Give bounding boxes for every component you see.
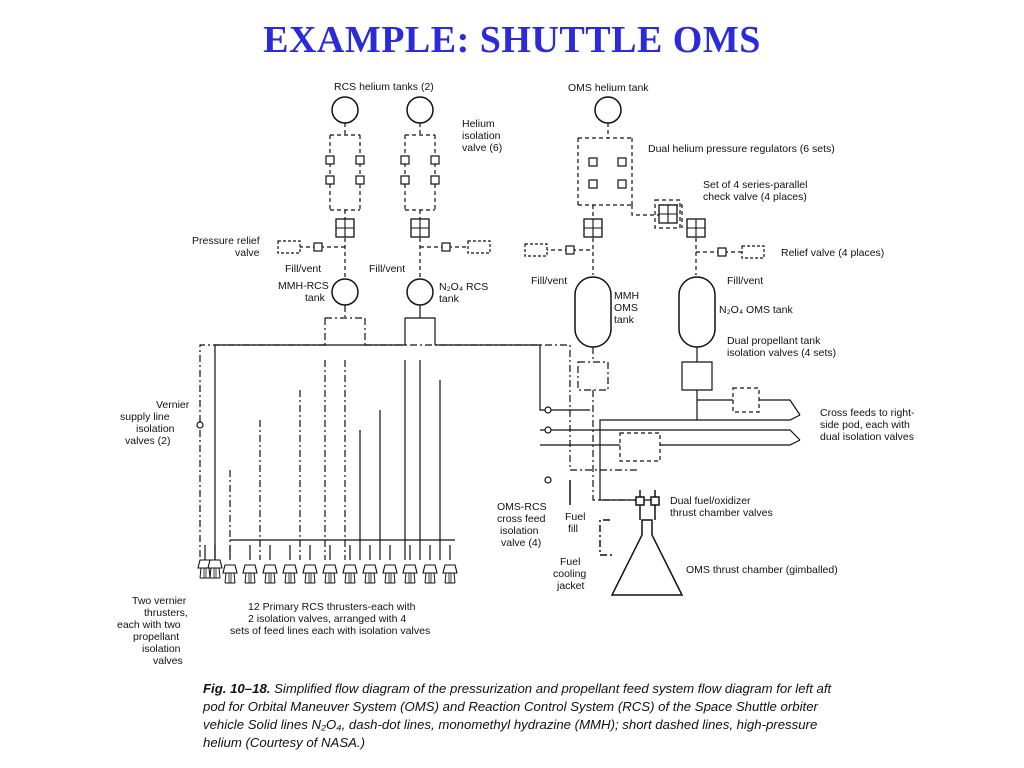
caption-text: Simplified flow diagram of the pressuriz… [203,681,832,750]
label-two-vernier-1: Two vernier [132,595,187,607]
label-helium-iso-3: valve (6) [462,142,502,154]
oms-thrust-chamber [569,480,684,596]
label-two-vernier-2: thrusters, [144,607,188,619]
label-relief-valve: Relief valve (4 places) [781,247,884,259]
label-fill-vent-4: Fill/vent [727,275,763,287]
label-primary-2: 2 isolation valves, arranged with 4 [248,613,406,625]
label-two-vernier-3: each with two [117,619,181,631]
slide-title: EXAMPLE: SHUTTLE OMS [263,19,761,61]
relief-valves [277,240,765,259]
label-fuel-cool-2: cooling [553,568,586,580]
figure-caption: Fig. 10–18. Simplified flow diagram of t… [203,680,853,752]
label-fuel-cool-1: Fuel [560,556,580,568]
label-cross-feeds-3: dual isolation valves [820,431,914,443]
label-rcs-tanks: RCS helium tanks (2) [334,81,434,93]
label-oms-rcs-3: isolation [500,525,539,537]
label-check-valve-2: check valve (4 places) [703,191,807,203]
label-mmh-rcs-2: tank [305,292,326,304]
label-oms-rcs-2: cross feed [497,513,546,525]
label-primary-3: sets of feed lines each with isolation v… [230,625,430,637]
label-dual-fuel-1: Dual fuel/oxidizer [670,495,751,507]
label-two-vernier-5: isolation [142,643,181,655]
rcs-helium-tank-2 [406,96,434,124]
helium-isolation-valves [325,155,627,189]
label-n2o4-oms: N₂O₄ OMS tank [719,304,793,316]
label-check-valve-1: Set of 4 series-parallel [703,179,807,191]
rcs-helium-tank-1 [331,96,359,124]
label-fuel-fill-1: Fuel [565,511,585,523]
label-primary-1: 12 Primary RCS thrusters-each with [248,601,416,613]
label-oms-rcs-1: OMS-RCS [497,501,547,513]
vernier-thrusters [197,559,223,579]
check-valve-sets [335,204,706,238]
label-dual-fuel-2: thrust chamber valves [670,507,773,519]
label-fuel-cool-3: jacket [556,580,585,592]
label-vernier-3: isolation [136,423,175,435]
helium-lines [278,123,760,280]
label-fill-vent-1: Fill/vent [285,263,321,275]
label-dual-prop-1: Dual propellant tank [727,335,821,347]
label-dual-prop-2: isolation valves (4 sets) [727,347,836,359]
label-dual-regulators: Dual helium pressure regulators (6 sets) [648,143,835,155]
primary-rcs-thrusters [222,564,458,584]
mmh-lines [199,305,640,560]
label-helium-iso-1: Helium [462,118,495,130]
label-n2o4-rcs-1: N₂O₄ RCS [439,281,488,293]
label-helium-iso-2: isolation [462,130,501,142]
n2o4-rcs-tank [406,278,434,306]
label-pressure-relief-2: valve [235,247,260,259]
label-two-vernier-4: propellant [133,631,179,643]
label-vernier-4: valves (2) [125,435,171,447]
label-pressure-relief-1: Pressure relief [192,235,260,247]
label-fill-vent-2: Fill/vent [369,263,405,275]
label-vernier-2: supply line [120,411,170,423]
n2o4-oms-tank [678,276,716,348]
crossfeed-valves [196,387,760,484]
oms-flow-diagram: RCS helium tanks (2) OMS helium tank Hel… [117,81,915,667]
thruster-manifold [204,539,455,560]
n2o4-lines [214,305,801,560]
label-cross-feeds-1: Cross feeds to right- [820,407,915,419]
label-oms-chamber: OMS thrust chamber (gimballed) [686,564,838,576]
label-mmh-oms-3: tank [614,314,635,326]
label-oms-rcs-4: valve (4) [501,537,541,549]
label-mmh-oms-1: MMH [614,290,639,302]
label-mmh-rcs-1: MMH-RCS [278,280,329,292]
label-n2o4-rcs-2: tank [439,293,460,305]
label-fuel-fill-2: fill [568,523,578,535]
label-cross-feeds-2: side pod, each with [820,419,910,431]
label-oms-helium-tank: OMS helium tank [568,82,649,94]
caption-figure-number: Fig. 10–18. [203,681,271,696]
label-mmh-oms-2: OMS [614,302,638,314]
label-two-vernier-6: valves [153,655,183,667]
oms-helium-tank [594,96,622,124]
mmh-oms-tank [574,276,612,348]
mmh-rcs-tank [331,278,359,306]
label-fill-vent-3: Fill/vent [531,275,567,287]
label-vernier-1: Vernier [156,399,190,411]
